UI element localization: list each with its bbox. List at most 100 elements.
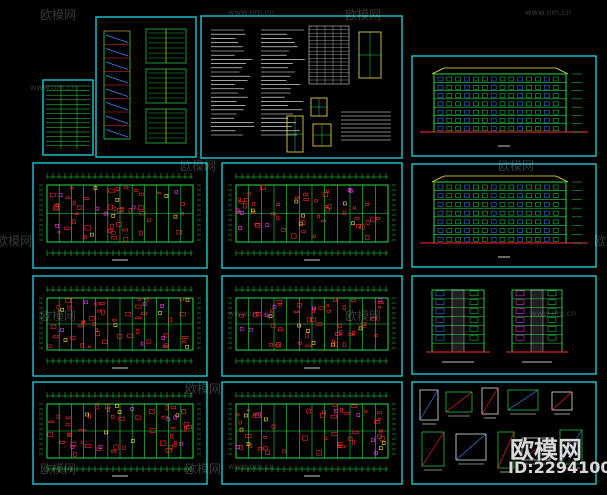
window: [490, 193, 497, 198]
fixture: [72, 200, 76, 205]
window: [455, 101, 461, 107]
sheet-elevation-front[interactable]: [411, 55, 597, 157]
fixture: [83, 197, 90, 200]
window: [499, 76, 506, 82]
stair-flight: [105, 115, 129, 124]
fixture: [127, 333, 134, 339]
fixture: [376, 216, 381, 221]
fixture: [125, 311, 132, 317]
fixture: [70, 442, 77, 447]
fixture: [351, 298, 356, 302]
room-tag: [113, 323, 118, 328]
window: [473, 193, 479, 198]
sheet-table[interactable]: [42, 79, 94, 156]
window: [517, 219, 523, 225]
detail-drawing: [421, 431, 445, 467]
fixture: [106, 407, 110, 412]
room-tag: [58, 193, 63, 197]
fixture: [238, 201, 244, 204]
window: [455, 126, 461, 131]
window: [464, 126, 470, 131]
fixture: [359, 224, 365, 230]
fixture: [168, 317, 173, 323]
window: [469, 308, 479, 314]
fixture: [128, 208, 132, 214]
window: [508, 76, 515, 82]
window: [552, 219, 559, 225]
window: [544, 85, 550, 90]
window: [508, 184, 515, 190]
room-tag: [175, 413, 180, 418]
fixture: [312, 234, 316, 238]
window: [508, 93, 515, 98]
sheet-plan-3[interactable]: [32, 275, 208, 377]
room-tag: [185, 344, 190, 349]
fixture: [55, 203, 60, 207]
sheet-stair-sections[interactable]: [95, 16, 197, 158]
fixture: [163, 333, 169, 338]
window: [435, 290, 445, 297]
fixture: [138, 192, 145, 196]
fixture: [263, 436, 268, 439]
window: [490, 109, 497, 115]
fixture: [290, 233, 297, 239]
fixture: [171, 426, 176, 430]
sheet-plan-2[interactable]: [221, 162, 403, 269]
fixture: [95, 327, 98, 332]
window: [455, 118, 461, 123]
window: [482, 109, 488, 115]
window: [535, 101, 541, 107]
window: [517, 109, 523, 115]
room-tag: [239, 326, 244, 331]
window: [473, 219, 479, 225]
fixture: [183, 422, 190, 427]
sheet-elevation-back[interactable]: [411, 163, 597, 268]
fixture: [377, 306, 382, 309]
sheet-notes[interactable]: [200, 15, 403, 159]
stair-flight: [105, 48, 129, 57]
sheet-plan-6[interactable]: [221, 381, 403, 485]
fixture: [141, 311, 147, 316]
window: [515, 317, 525, 323]
fixture: [115, 187, 120, 192]
sheet-plan-4[interactable]: [221, 275, 403, 377]
window: [490, 202, 497, 207]
fixture: [80, 343, 84, 348]
fixture: [269, 309, 275, 313]
fixture: [181, 336, 189, 339]
window: [517, 118, 523, 123]
detail-drawing: [507, 389, 539, 411]
room-tag: [272, 304, 277, 309]
fixture: [68, 433, 72, 436]
fixture: [139, 230, 143, 236]
fixture: [236, 413, 240, 416]
fixture: [303, 192, 308, 197]
window: [437, 118, 444, 123]
fixture: [276, 215, 280, 220]
window: [508, 228, 515, 233]
fixture: [260, 184, 267, 190]
window: [482, 193, 488, 198]
sheet-plan-5[interactable]: [32, 381, 208, 485]
fixture: [179, 312, 186, 317]
window: [455, 85, 461, 90]
window: [552, 193, 559, 198]
fixture: [271, 424, 276, 429]
fixture: [365, 202, 369, 206]
sheet-details[interactable]: [411, 381, 597, 485]
fixture: [342, 210, 347, 215]
window: [526, 85, 532, 90]
fixture: [65, 422, 72, 426]
fixture: [370, 217, 376, 222]
room-tag: [257, 412, 262, 417]
fixture: [164, 343, 169, 348]
fixture: [275, 343, 280, 347]
window: [446, 101, 453, 107]
sheet-plan-1[interactable]: [32, 162, 208, 269]
detail-hatch: [455, 433, 487, 461]
fixture: [276, 299, 283, 304]
sheet-side-elevations[interactable]: [411, 275, 597, 375]
fixture: [105, 404, 111, 409]
window: [499, 228, 506, 233]
